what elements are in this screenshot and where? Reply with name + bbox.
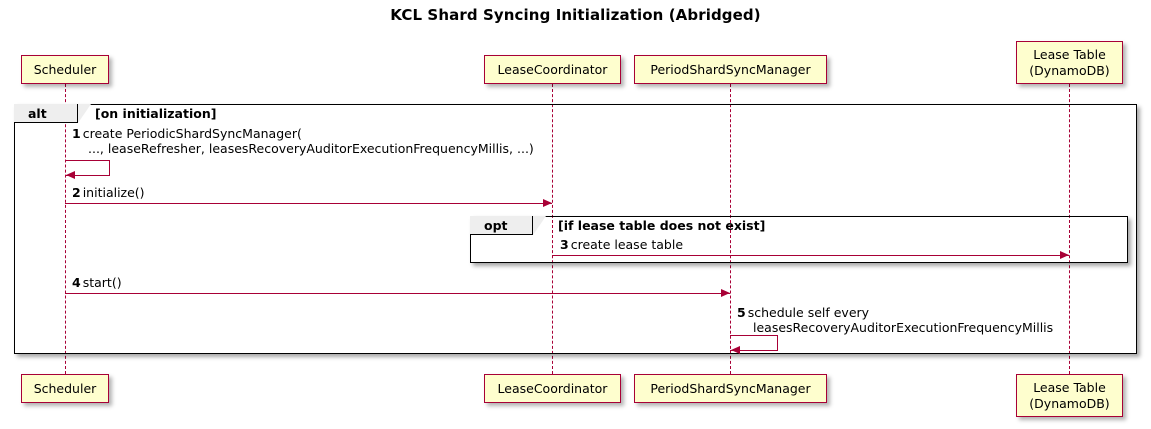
participant-label: LeaseCoordinator bbox=[497, 61, 608, 77]
participant-label-line1: Lease Table bbox=[1033, 46, 1106, 62]
message-4-line bbox=[65, 293, 730, 294]
participant-lease-table-top[interactable]: Lease Table (DynamoDB) bbox=[1016, 41, 1123, 84]
participant-label-line2: (DynamoDB) bbox=[1029, 62, 1110, 78]
message-1-self-loop bbox=[65, 160, 110, 176]
participant-label: PeriodShardSyncManager bbox=[650, 61, 811, 77]
participant-label-line2: (DynamoDB) bbox=[1029, 395, 1110, 411]
message-2-label: initialize() bbox=[82, 185, 145, 200]
lifeline-period-shard-sync-manager bbox=[730, 84, 731, 374]
fragment-alt bbox=[14, 104, 1137, 354]
message-4-number: 4 bbox=[72, 275, 81, 290]
participant-label: LeaseCoordinator bbox=[497, 380, 608, 396]
message-5-arrowhead bbox=[731, 346, 740, 354]
message-4-arrowhead bbox=[721, 289, 730, 297]
fragment-opt bbox=[470, 216, 1128, 263]
participant-scheduler-bottom[interactable]: Scheduler bbox=[21, 374, 109, 403]
lifeline-lease-coordinator bbox=[552, 84, 553, 374]
message-1-arrowhead bbox=[66, 171, 75, 179]
message-2-arrowhead bbox=[543, 199, 552, 207]
message-1-text-line2: ..., leaseRefresher, leasesRecoveryAudit… bbox=[88, 141, 534, 156]
fragment-alt-label: alt bbox=[14, 104, 78, 123]
message-3-line bbox=[552, 255, 1069, 256]
participant-label: Scheduler bbox=[33, 380, 97, 396]
participant-lease-coordinator-top[interactable]: LeaseCoordinator bbox=[484, 55, 621, 84]
page-title: KCL Shard Syncing Initialization (Abridg… bbox=[390, 6, 761, 24]
participant-lease-coordinator-bottom[interactable]: LeaseCoordinator bbox=[484, 374, 621, 403]
participant-label: Scheduler bbox=[33, 61, 97, 77]
participant-lease-table-bottom[interactable]: Lease Table (DynamoDB) bbox=[1016, 374, 1123, 417]
message-2-number: 2 bbox=[72, 185, 81, 200]
participant-label-line1: Lease Table bbox=[1033, 379, 1106, 395]
fragment-opt-label-corner bbox=[533, 216, 546, 235]
message-1-number: 1 bbox=[72, 126, 81, 141]
lifeline-scheduler bbox=[65, 84, 66, 374]
message-5-self-loop bbox=[730, 335, 778, 351]
message-2-line bbox=[65, 203, 552, 204]
fragment-opt-label: opt bbox=[470, 216, 533, 235]
message-1-label-line1: create PeriodicShardSyncManager( bbox=[82, 126, 302, 141]
lifeline-lease-table bbox=[1069, 84, 1070, 374]
message-3-arrowhead bbox=[1060, 251, 1069, 259]
fragment-alt-guard: [on initialization] bbox=[95, 106, 217, 121]
message-3-number: 3 bbox=[560, 237, 569, 252]
message-5-number: 5 bbox=[737, 305, 746, 320]
message-5-label-line1: schedule self every bbox=[747, 305, 870, 320]
participant-period-shard-sync-manager-top[interactable]: PeriodShardSyncManager bbox=[634, 55, 827, 84]
participant-scheduler-top[interactable]: Scheduler bbox=[21, 55, 109, 84]
message-5-text-line2: leasesRecoveryAuditorExecutionFrequencyM… bbox=[753, 320, 1054, 335]
participant-label: PeriodShardSyncManager bbox=[650, 380, 811, 396]
fragment-alt-label-corner bbox=[78, 104, 91, 123]
message-4-label: start() bbox=[82, 275, 122, 290]
participant-period-shard-sync-manager-bottom[interactable]: PeriodShardSyncManager bbox=[634, 374, 827, 403]
fragment-opt-guard: [if lease table does not exist] bbox=[558, 218, 766, 233]
message-3-label: create lease table bbox=[570, 237, 684, 252]
